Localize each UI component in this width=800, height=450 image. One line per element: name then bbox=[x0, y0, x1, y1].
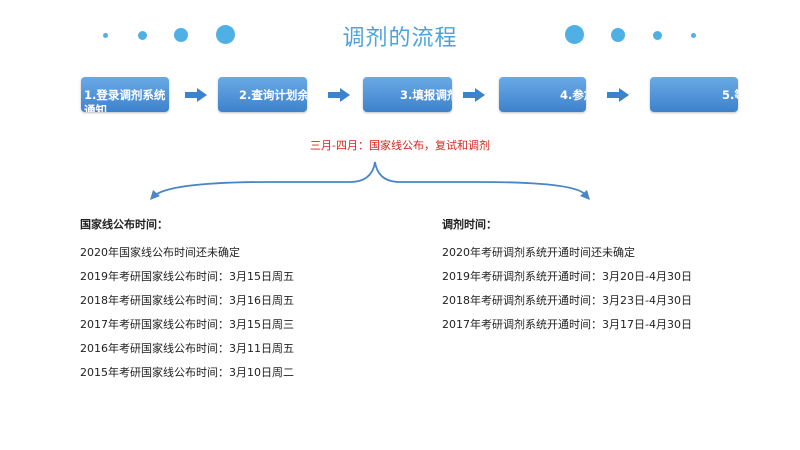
step-label: 3.填报调剂 bbox=[400, 88, 452, 102]
decor-dot bbox=[565, 25, 584, 44]
list-item: 2015年考研国家线公布时间：3月10日周二 bbox=[80, 366, 294, 379]
national-line-column: 国家线公布时间： 2020年国家线公布时间还未确定 2019年考研国家线公布时间… bbox=[80, 216, 294, 388]
decor-dot bbox=[653, 31, 662, 40]
step-2-query: 2.查询计划余 bbox=[218, 77, 307, 112]
list-item: 2018年考研调剂系统开通时间：3月23日-4月30日 bbox=[442, 294, 692, 307]
list-item: 2016年考研国家线公布时间：3月11日周五 bbox=[80, 342, 294, 355]
right-arrow-icon bbox=[185, 88, 207, 102]
list-item: 2020年考研调剂系统开通时间还未确定 bbox=[442, 246, 635, 259]
decor-dot bbox=[216, 25, 235, 44]
list-item: 2020年国家线公布时间还未确定 bbox=[80, 246, 240, 259]
highlight-text: 三月-四月：国家线公布，复试和调剂 bbox=[310, 139, 490, 152]
right-arrow-icon bbox=[607, 88, 629, 102]
step-3-apply: 3.填报调剂 bbox=[363, 77, 452, 112]
step-label-extra: 通知 bbox=[84, 103, 107, 112]
list-item: 2019年考研国家线公布时间：3月15日周五 bbox=[80, 270, 294, 283]
step-label: 5.等 bbox=[722, 88, 738, 102]
step-5-wait: 5.等 bbox=[650, 77, 738, 112]
step-label: 4.参加 bbox=[560, 88, 586, 102]
page-title: 调剂的流程 bbox=[342, 26, 458, 51]
list-item: 2017年考研调剂系统开通时间：3月17日-4月30日 bbox=[442, 318, 692, 331]
step-label: 2.查询计划余 bbox=[239, 88, 307, 102]
column-heading: 国家线公布时间： bbox=[80, 218, 168, 231]
list-item: 2018年考研国家线公布时间：3月16日周五 bbox=[80, 294, 294, 307]
list-item: 2017年考研国家线公布时间：3月15日周三 bbox=[80, 318, 294, 331]
right-arrow-icon bbox=[328, 88, 350, 102]
adjustment-time-column: 调剂时间： 2020年考研调剂系统开通时间还未确定 2019年考研调剂系统开通时… bbox=[442, 216, 692, 340]
step-1-login: 1.登录调剂系统 通知 bbox=[81, 77, 169, 112]
step-label: 1.登录调剂系统 bbox=[84, 88, 166, 102]
column-heading: 调剂时间： bbox=[442, 218, 497, 231]
decor-dot bbox=[103, 33, 108, 38]
brace-connector bbox=[150, 161, 590, 200]
right-arrow-icon bbox=[463, 88, 485, 102]
decor-dot bbox=[174, 28, 188, 42]
list-item: 2019年考研调剂系统开通时间：3月20日-4月30日 bbox=[442, 270, 692, 283]
step-4-attend: 4.参加 bbox=[499, 77, 586, 112]
decor-dot bbox=[138, 31, 147, 40]
decor-dot bbox=[691, 33, 696, 38]
decor-dot bbox=[611, 28, 625, 42]
